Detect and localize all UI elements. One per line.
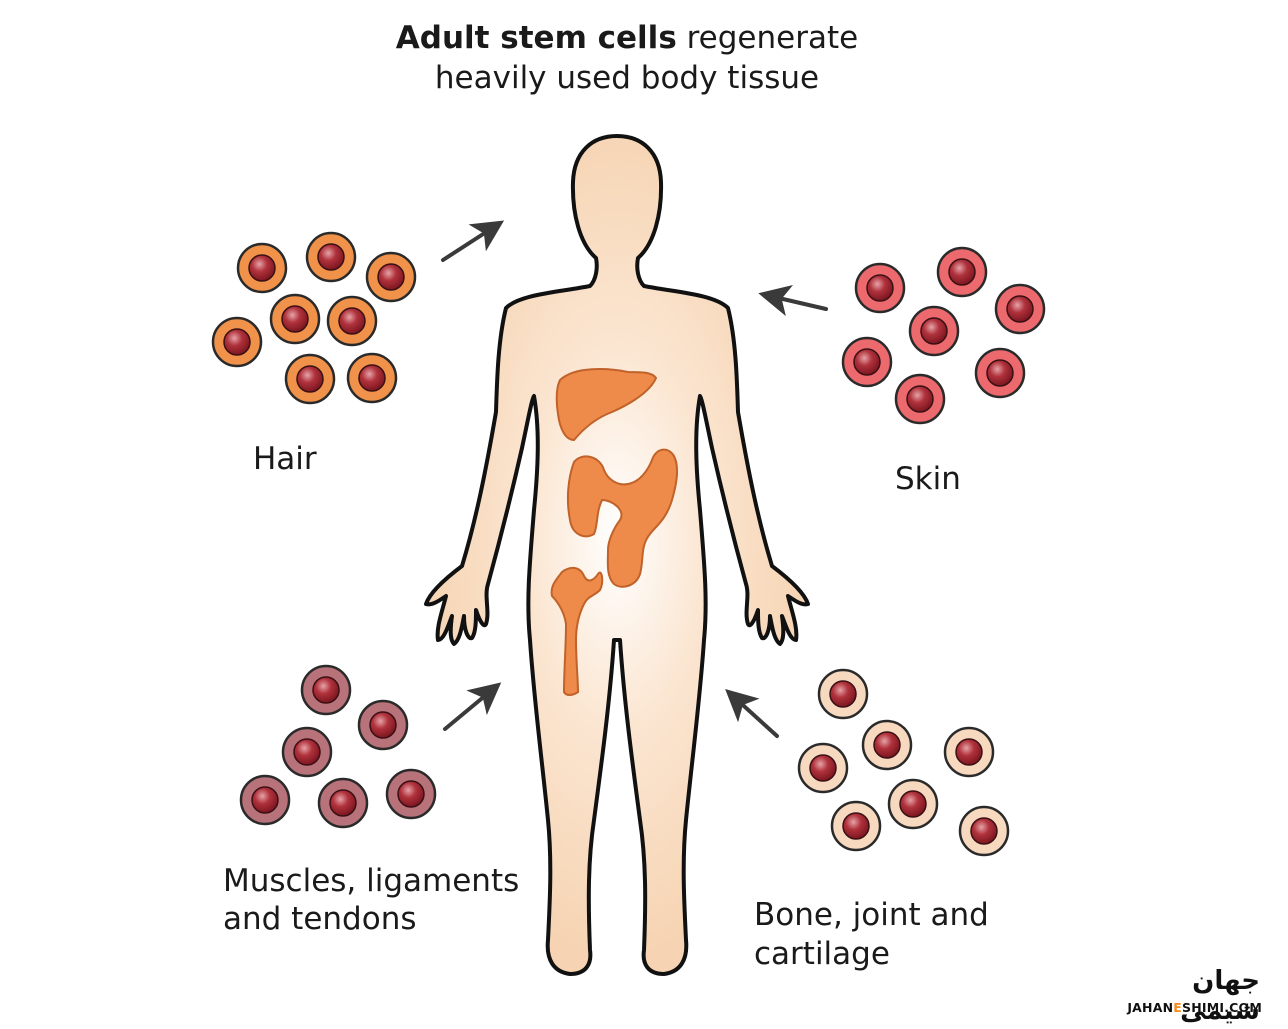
arrows: [441, 220, 828, 738]
stem-cell: [841, 336, 893, 388]
cell-nucleus: [397, 780, 425, 808]
stem-cell: [797, 742, 849, 794]
label-bone-line1: Bone, joint and: [754, 897, 989, 933]
stem-cell: [994, 283, 1046, 335]
cell-nucleus: [293, 738, 321, 766]
site-logo: جهان شیمی JAHANESHIMI.COM: [1106, 966, 1264, 1026]
stem-cell: [817, 668, 869, 720]
cell-nucleus: [1006, 295, 1034, 323]
stem-cell: [300, 664, 352, 716]
stem-cell: [236, 242, 288, 294]
stem-cell: [211, 316, 263, 368]
cell-nucleus: [899, 790, 927, 818]
diagram-title: Adult stem cells regenerate heavily used…: [0, 18, 1254, 98]
cell-nucleus: [281, 305, 309, 333]
title-bold: Adult stem cells: [395, 20, 677, 56]
bone-cells: [797, 668, 1010, 857]
intestines: [566, 448, 679, 588]
label-skin: Skin: [895, 461, 961, 497]
cell-nucleus: [329, 789, 357, 817]
label-bone-line2: cartilage: [754, 936, 890, 972]
arrow-bone: [725, 688, 779, 738]
arrow-muscles: [443, 682, 502, 731]
stem-cell: [894, 373, 946, 425]
stem-cell: [974, 347, 1026, 399]
hair-cells: [211, 231, 417, 405]
cell-nucleus: [955, 738, 983, 766]
cell-nucleus: [338, 307, 366, 335]
muscle-cells: [239, 664, 437, 829]
stem-cell: [385, 768, 437, 820]
stem-cell: [284, 353, 336, 405]
cell-nucleus: [369, 711, 397, 739]
title-line2: heavily used body tissue: [434, 60, 820, 96]
cell-nucleus: [829, 680, 857, 708]
cell-nucleus: [296, 365, 324, 393]
femur-bone: [550, 566, 604, 696]
stem-cell: [269, 293, 321, 345]
cell-nucleus: [986, 359, 1014, 387]
logo-persian-text: جهان شیمی: [1180, 966, 1260, 1026]
title-rest: regenerate: [676, 20, 859, 56]
stem-cell: [357, 699, 409, 751]
stem-cell: [346, 352, 398, 404]
cell-nucleus: [317, 243, 345, 271]
organs: [550, 368, 679, 696]
cell-nucleus: [251, 786, 279, 814]
skin-cells: [841, 246, 1046, 425]
cell-nucleus: [920, 317, 948, 345]
stem-cell: [943, 726, 995, 778]
cell-nucleus: [809, 754, 837, 782]
cell-nucleus: [377, 263, 405, 291]
stem-cell: [281, 726, 333, 778]
cell-nucleus: [248, 254, 276, 282]
stem-cell: [239, 774, 291, 826]
stem-cell: [305, 231, 357, 283]
stem-cell: [365, 251, 417, 303]
stem-cell: [830, 800, 882, 852]
label-muscles-line2: and tendons: [223, 901, 417, 937]
arrow-skin: [758, 284, 828, 317]
label-hair: Hair: [253, 441, 317, 477]
liver: [555, 368, 658, 442]
stem-cell: [326, 295, 378, 347]
cell-nucleus: [312, 676, 340, 704]
stem-cell: [854, 262, 906, 314]
cell-nucleus: [842, 812, 870, 840]
cell-nucleus: [358, 364, 386, 392]
stem-cell: [908, 305, 960, 357]
cell-nucleus: [906, 385, 934, 413]
cell-nucleus: [853, 348, 881, 376]
label-muscles-line1: Muscles, ligaments: [223, 863, 520, 899]
cell-nucleus: [970, 817, 998, 845]
cell-nucleus: [873, 731, 901, 759]
cell-nucleus: [223, 328, 251, 356]
stem-cell: [887, 778, 939, 830]
cell-nucleus: [866, 274, 894, 302]
arrow-hair: [441, 220, 505, 262]
stem-cell: [958, 805, 1010, 857]
stem-cell: [861, 719, 913, 771]
stem-cell: [317, 777, 369, 829]
logo-latin-text: JAHANESHIMI.COM: [1127, 1000, 1262, 1015]
cell-nucleus: [948, 258, 976, 286]
stem-cell: [936, 246, 988, 298]
